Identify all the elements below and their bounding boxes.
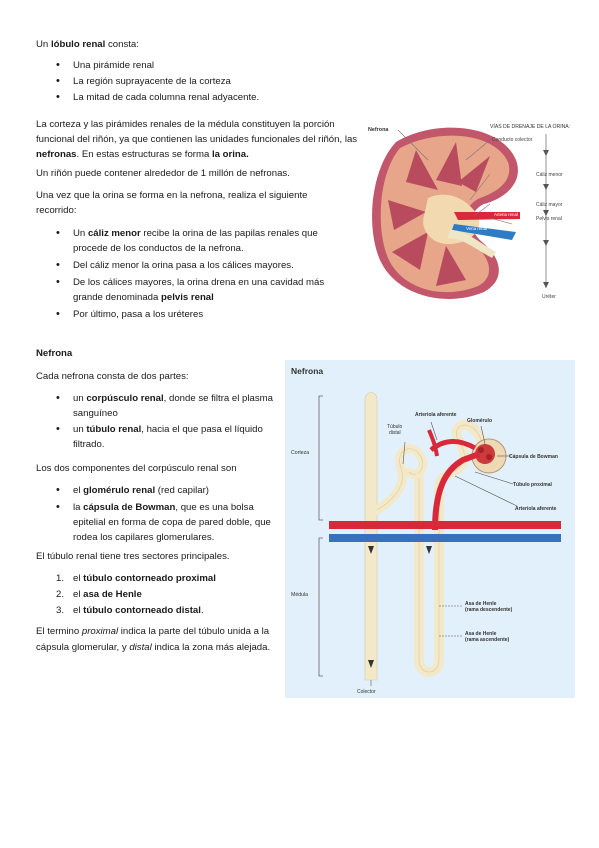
nephron-label-colector: Colector bbox=[357, 689, 376, 695]
nephron-label-tubulo-proximal: Túbulo proximal bbox=[513, 482, 553, 488]
nephron-fig-title: Nefrona bbox=[291, 366, 323, 376]
nephron-label-capsula: Cápsula de Bowman bbox=[509, 454, 558, 460]
recorrido-list: Un cáliz menor recibe la orina de las pa… bbox=[56, 226, 345, 322]
termino-paragraph: El termino proximal indica la parte del … bbox=[36, 626, 271, 653]
lobulo-heading: Un lóbulo renal consta: bbox=[36, 39, 139, 50]
list-item: De los cálices mayores, la orina drena e… bbox=[56, 275, 345, 305]
nephron-label-medula: Médula bbox=[291, 592, 308, 598]
nephron-label-arteriola-aferente: Arteriola aferente bbox=[415, 412, 457, 418]
list-item: Una pirámide renal bbox=[56, 58, 373, 73]
nephron-label-asa-descendente: Asa de Henle (rama descendente) bbox=[465, 601, 513, 613]
list-item: 3.el túbulo contorneado distal. bbox=[56, 605, 204, 616]
kidney-fig-title: VÍAS DE DRENAJE DE LA ORINA: bbox=[490, 123, 570, 130]
kidney-label-nefrona: Nefrona bbox=[368, 127, 389, 133]
nephron-label-asa-ascendente: Asa de Henle (rama ascendente) bbox=[465, 631, 510, 643]
list-item: Un cáliz menor recibe la orina de las pa… bbox=[56, 226, 345, 256]
list-item: La región suprayacente de la corteza bbox=[56, 74, 373, 89]
list-item: 2.el asa de Henle bbox=[56, 589, 142, 600]
kidney-label-ureter: Uréter bbox=[542, 294, 556, 300]
list-item: un corpúsculo renal, donde se filtra el … bbox=[56, 391, 273, 421]
nephron-label-arteriola-eferente: Arteriola aferente bbox=[515, 506, 557, 512]
sectors-list: 1.el túbulo contorneado proximal 2.el as… bbox=[56, 571, 293, 618]
list-item: la cápsula de Bowman, que es una bolsa e… bbox=[56, 500, 273, 545]
nephron-label-glomerulo: Glomérulo bbox=[467, 418, 492, 424]
list-item: 1.el túbulo contorneado proximal bbox=[56, 573, 216, 584]
nefrona-intro: Cada nefrona consta de dos partes: bbox=[36, 371, 189, 382]
kidney-label-caliz-menor: Cáliz menor bbox=[536, 172, 563, 178]
corteza-paragraph: La corteza y las pirámides renales de la… bbox=[36, 119, 358, 160]
list-item: un túbulo renal, hacia el que pasa el lí… bbox=[56, 422, 273, 452]
components-intro: Los dos componentes del corpúsculo renal… bbox=[36, 463, 237, 474]
rinon-paragraph: Un riñón puede contener alrededor de 1 m… bbox=[36, 168, 290, 179]
lobulo-list: Una pirámide renal La región suprayacent… bbox=[56, 58, 373, 105]
nephron-label-corteza: Corteza bbox=[291, 450, 309, 456]
tubulo-intro: El túbulo renal tiene tres sectores prin… bbox=[36, 551, 230, 562]
nefrona-parts-list: un corpúsculo renal, donde se filtra el … bbox=[56, 391, 273, 452]
list-item: el glomérulo renal (red capilar) bbox=[56, 483, 273, 498]
kidney-label-pelvis: Pelvis renal bbox=[536, 216, 562, 222]
components-list: el glomérulo renal (red capilar) la cáps… bbox=[56, 483, 273, 545]
nefrona-section-title: Nefrona bbox=[36, 348, 73, 359]
nephron-label-tubulo-distal: Túbulo distal bbox=[387, 424, 404, 436]
list-item: Por último, pasa a los uréteres bbox=[56, 307, 345, 322]
kidney-label-arteria: Arteria renal bbox=[494, 212, 518, 217]
list-item: Del cáliz menor la orina pasa a los cáli… bbox=[56, 258, 345, 273]
nephron-figure: Nefrona Corteza Médula Túbulo distal Art… bbox=[285, 360, 575, 698]
kidney-label-caliz-mayor: Cáliz mayor bbox=[536, 202, 563, 208]
recorrido-paragraph: Una vez que la orina se forma en la nefr… bbox=[36, 190, 308, 216]
list-item: La mitad de cada columna renal adyacente… bbox=[56, 90, 373, 105]
kidney-figure: Nefrona VÍAS DE DRENAJE DE LA ORINA: Con… bbox=[366, 120, 584, 302]
kidney-label-vena: Vena renal bbox=[466, 226, 487, 231]
kidney-label-conducto: Conducto colector bbox=[492, 137, 533, 143]
